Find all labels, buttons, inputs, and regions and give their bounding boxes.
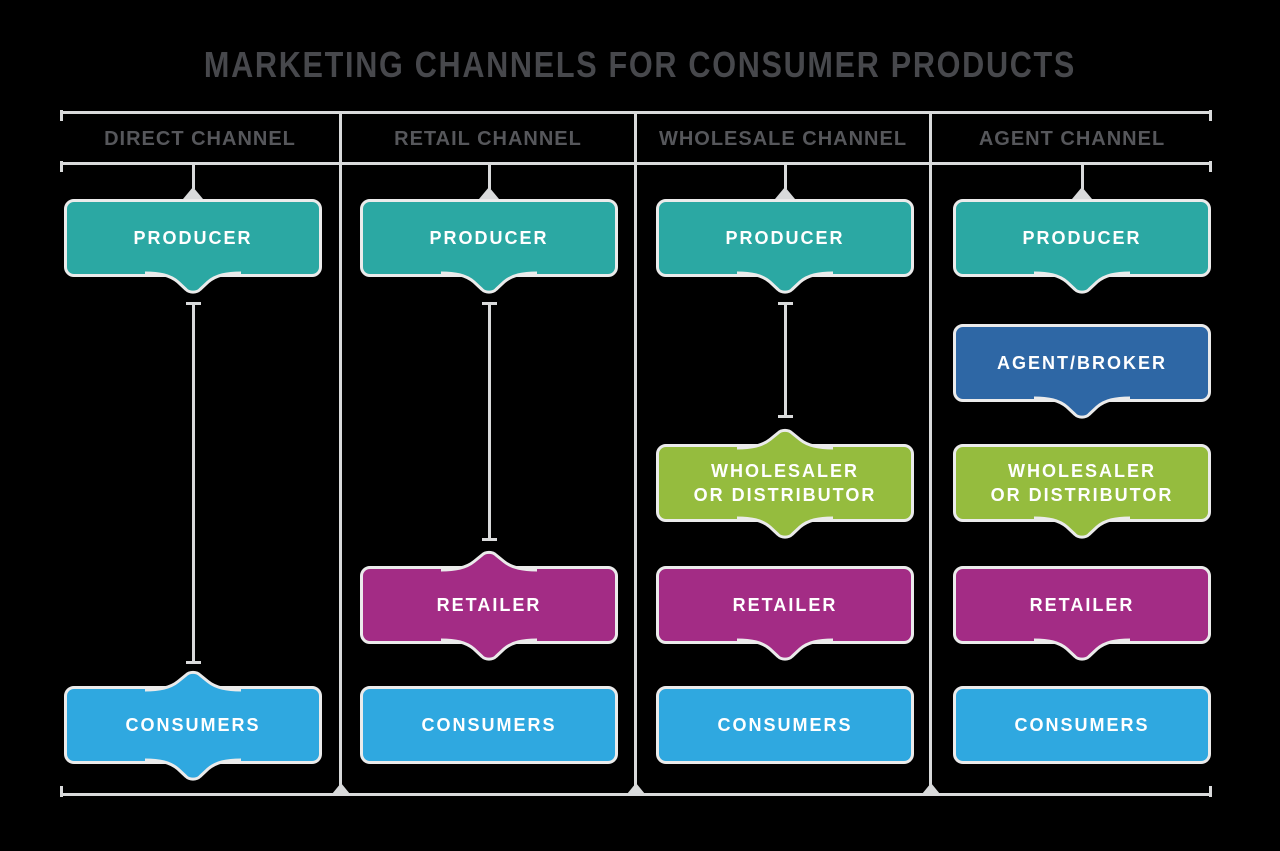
column-divider <box>929 111 932 794</box>
consumers-box: CONSUMERS <box>953 686 1211 764</box>
producer-label: PRODUCER <box>429 228 549 248</box>
line-endcap <box>1209 161 1212 172</box>
wholesaler-box: WHOLESALER OR DISTRIBUTOR <box>656 428 914 539</box>
line-endcap <box>60 161 63 172</box>
up-pointer-icon <box>145 670 241 692</box>
producer-stem-arrow <box>487 165 491 189</box>
down-pointer-icon <box>737 271 833 295</box>
agent-broker-box: AGENT/BROKER <box>953 324 1211 419</box>
column-header-wholesale: WHOLESALE CHANNEL <box>658 127 908 150</box>
down-pointer-icon <box>1034 638 1130 662</box>
down-pointer-icon <box>1034 516 1130 540</box>
down-pointer-icon <box>1034 396 1130 420</box>
column-divider <box>339 111 342 794</box>
retailer-label: RETAILER <box>1029 595 1135 615</box>
consumers-label: CONSUMERS <box>1014 715 1150 735</box>
producer-box: PRODUCER <box>656 199 914 294</box>
producer-stem-arrow <box>783 165 787 189</box>
down-pointer-icon <box>441 271 537 295</box>
diagram-title: MARKETING CHANNELS FOR CONSUMER PRODUCTS <box>203 44 1077 85</box>
consumer-baseline <box>60 786 1212 797</box>
retailer-box: RETAILER <box>656 566 914 661</box>
down-pointer-icon <box>737 638 833 662</box>
agent-broker-label: AGENT/BROKER <box>996 353 1167 373</box>
producer-box: PRODUCER <box>64 199 322 294</box>
consumers-label: CONSUMERS <box>717 715 853 735</box>
retailer-label: RETAILER <box>732 595 838 615</box>
wholesaler-label: WHOLESALER OR DISTRIBUTOR <box>990 461 1174 505</box>
consumers-label: CONSUMERS <box>421 715 557 735</box>
consumers-label: CONSUMERS <box>125 715 261 735</box>
retailer-box: RETAILER <box>953 566 1211 661</box>
producer-box: PRODUCER <box>953 199 1211 294</box>
flow-line-retail <box>481 302 497 541</box>
down-pointer-icon <box>145 758 241 782</box>
down-pointer-icon <box>737 516 833 540</box>
flow-line-direct <box>185 302 201 664</box>
flow-line-wholesale <box>777 302 793 418</box>
retailer-box: RETAILER <box>360 550 618 661</box>
producer-stem-arrow <box>1080 165 1084 189</box>
down-pointer-icon <box>145 271 241 295</box>
column-divider <box>634 111 637 794</box>
wholesaler-label: WHOLESALER OR DISTRIBUTOR <box>693 461 877 505</box>
line-endcap <box>60 786 63 797</box>
producer-label: PRODUCER <box>133 228 253 248</box>
column-header-direct: DIRECT CHANNEL <box>104 127 296 150</box>
down-pointer-icon <box>441 638 537 662</box>
up-pointer-icon <box>441 550 537 572</box>
line-endcap <box>1209 786 1212 797</box>
producer-box: PRODUCER <box>360 199 618 294</box>
retailer-label: RETAILER <box>436 595 542 615</box>
down-pointer-icon <box>1034 271 1130 295</box>
wholesaler-box: WHOLESALER OR DISTRIBUTOR <box>953 444 1211 539</box>
column-header-retail: RETAIL CHANNEL <box>394 127 582 150</box>
consumers-box: CONSUMERS <box>656 686 914 764</box>
consumers-box: CONSUMERS <box>64 670 322 781</box>
line-endcap <box>1209 110 1212 121</box>
producer-label: PRODUCER <box>725 228 845 248</box>
column-header-agent: AGENT CHANNEL <box>978 127 1166 150</box>
up-pointer-icon <box>737 428 833 450</box>
producer-stem-arrow <box>191 165 195 189</box>
consumers-box: CONSUMERS <box>360 686 618 764</box>
producer-label: PRODUCER <box>1022 228 1142 248</box>
line-endcap <box>60 110 63 121</box>
